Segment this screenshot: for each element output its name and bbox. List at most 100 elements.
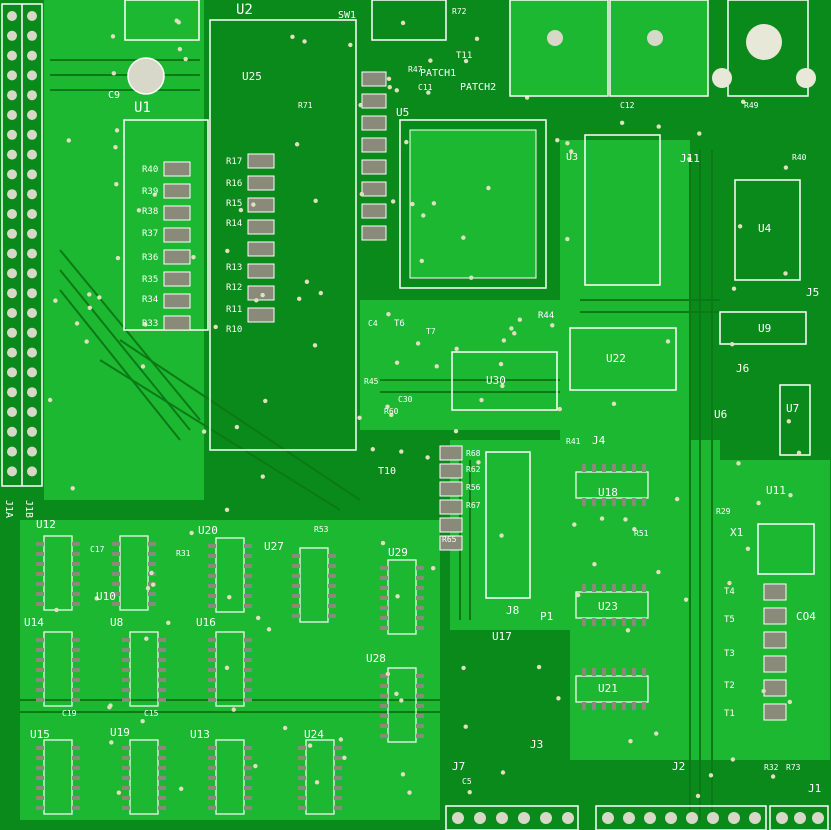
resistor-mid — [439, 463, 463, 479]
j1b-pin — [27, 209, 37, 219]
via — [770, 774, 776, 779]
soic-pin — [298, 756, 306, 760]
soic-pin — [36, 688, 44, 692]
resistor-r — [361, 93, 387, 109]
soic-pin — [112, 562, 120, 566]
soic-pin — [36, 542, 44, 546]
via — [687, 156, 692, 162]
soic-pin — [380, 684, 388, 688]
via — [116, 790, 122, 795]
via — [385, 404, 390, 409]
via — [683, 597, 689, 602]
soic-pin — [208, 544, 216, 548]
soic-pin — [632, 618, 636, 626]
resistor-u1 — [163, 271, 191, 287]
resistor-u2 — [247, 219, 275, 235]
soic-pin — [380, 616, 388, 620]
via — [565, 141, 570, 146]
via — [426, 90, 431, 95]
soic-pin — [602, 464, 606, 472]
via — [665, 339, 671, 344]
chip-u7 — [779, 384, 811, 456]
resistor-u1 — [163, 183, 191, 199]
bottom-pin-j2 — [665, 812, 677, 824]
soic-pin — [380, 734, 388, 738]
soic-pin — [36, 746, 44, 750]
resistor-u1 — [163, 315, 191, 331]
soic-pin — [622, 668, 626, 676]
soic-pin — [632, 584, 636, 592]
via — [788, 492, 793, 498]
resistor-u2 — [247, 197, 275, 213]
j1a-pin — [7, 30, 17, 41]
connector-j2 — [595, 805, 767, 830]
via — [109, 740, 114, 745]
soic-pin — [158, 648, 166, 652]
via — [114, 181, 119, 187]
soic-pin — [380, 576, 388, 580]
resistor-r — [361, 203, 387, 219]
chip-u5-inner — [409, 129, 537, 279]
label-co4: CO4 — [796, 610, 816, 623]
dc-jack-hole — [746, 24, 782, 60]
via — [107, 705, 112, 710]
soic-pin — [72, 746, 80, 750]
label-r39: R39 — [142, 187, 158, 197]
via — [783, 165, 789, 170]
via — [238, 207, 244, 213]
label-r40: R40 — [792, 153, 807, 162]
label-r38: R38 — [142, 207, 158, 217]
jack-right-hole — [647, 30, 663, 46]
via — [730, 757, 736, 762]
label-r31: R31 — [176, 549, 191, 558]
via — [695, 793, 701, 799]
via — [619, 120, 625, 126]
label-p1: P1 — [540, 610, 553, 623]
via — [550, 323, 555, 328]
soic-pin — [380, 606, 388, 610]
soic-pin — [380, 596, 388, 600]
label-u28: U28 — [366, 652, 386, 665]
chip-u9 — [719, 311, 807, 345]
via — [54, 607, 59, 613]
via — [385, 671, 391, 677]
label-u18: U18 — [598, 486, 618, 499]
j1b-pin — [27, 30, 37, 41]
chip-u30 — [451, 351, 558, 411]
soic-pin — [208, 638, 216, 642]
chip-u4 — [734, 179, 801, 281]
label-u22: U22 — [606, 352, 626, 365]
soic-pin — [328, 614, 336, 618]
via — [263, 398, 268, 404]
label-r67: R67 — [466, 501, 481, 510]
soic-pin — [112, 602, 120, 606]
via — [224, 665, 230, 671]
via — [191, 254, 196, 260]
soic-pin — [208, 806, 216, 810]
bottom-pin-j7 — [518, 812, 530, 824]
via — [294, 142, 300, 147]
via — [499, 533, 504, 538]
soic-pin — [72, 572, 80, 576]
soic-pin — [292, 594, 300, 598]
label-r60: R60 — [384, 407, 399, 416]
via — [463, 724, 468, 729]
via — [338, 737, 344, 742]
via — [282, 725, 288, 731]
label-u1: U1 — [134, 100, 151, 116]
connector-j7 — [445, 805, 579, 830]
j1b-pin — [27, 110, 37, 120]
soic-pin — [208, 648, 216, 652]
soic-pin — [244, 698, 252, 702]
resistor-right — [763, 679, 787, 697]
soic-pin — [72, 776, 80, 780]
soic-pin — [36, 552, 44, 556]
soic-pin — [244, 786, 252, 790]
label-r49: R49 — [744, 101, 759, 110]
label-r17: R17 — [226, 157, 242, 167]
bottom-pin-j2 — [728, 812, 740, 824]
j1a-pin — [7, 209, 17, 219]
soic-pin — [380, 724, 388, 728]
label-r65: R65 — [442, 535, 457, 544]
